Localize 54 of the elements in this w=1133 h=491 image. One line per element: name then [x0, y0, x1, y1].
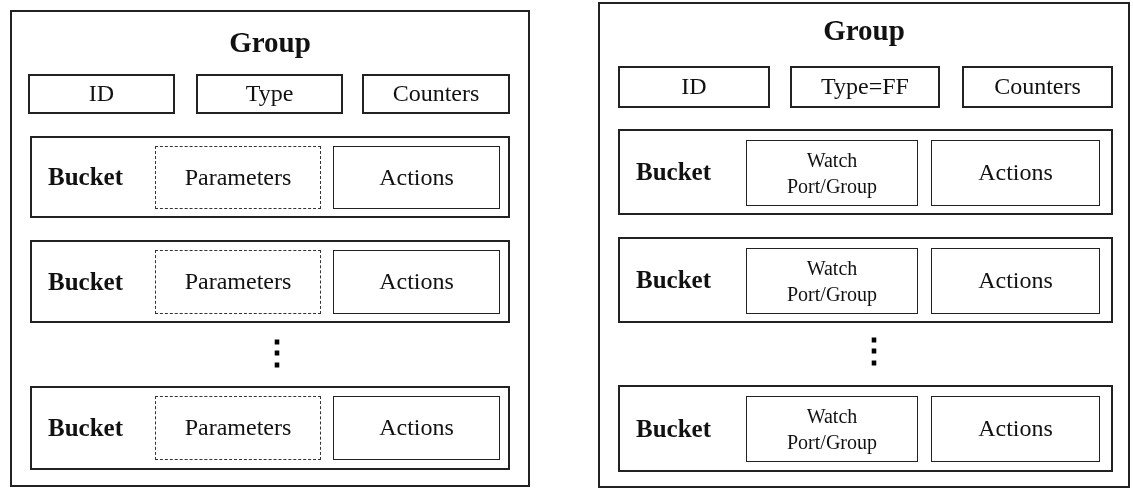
vertical-ellipsis: ⋮ [857, 334, 891, 368]
bucket-row [618, 237, 1113, 323]
box-label: Type [244, 80, 295, 108]
box-label: Actions [378, 414, 455, 442]
bucket-label: Bucket [48, 413, 123, 443]
parameters-box [155, 146, 321, 209]
box-label: Parameters [183, 414, 293, 442]
field-box [790, 66, 940, 108]
group-panel [10, 10, 530, 487]
box-label: Actions [378, 268, 455, 296]
box-label: Type=FF [820, 73, 910, 101]
bucket-label: Bucket [636, 265, 711, 295]
actions-box [931, 140, 1100, 206]
box-label: Watch Port/Group [786, 148, 878, 199]
parameters-box [155, 250, 321, 314]
actions-box [931, 248, 1100, 314]
watch-box [746, 248, 918, 314]
actions-box [333, 146, 500, 209]
box-label: Watch Port/Group [786, 404, 878, 455]
watch-box [746, 140, 918, 206]
bucket-row [30, 386, 510, 470]
box-label: Actions [977, 267, 1054, 295]
box-label: Counters [391, 80, 481, 108]
box-label: Actions [378, 163, 455, 192]
bucket-row [618, 129, 1113, 215]
box-label: Counters [993, 73, 1082, 101]
group-heading: Group [228, 26, 312, 60]
field-box [196, 74, 343, 114]
box-label: Actions [977, 415, 1054, 443]
group-heading: Group [822, 14, 906, 48]
box-label: ID [87, 80, 116, 108]
box-label: Parameters [183, 268, 293, 296]
box-label: Actions [977, 159, 1054, 187]
box-label: Parameters [183, 163, 293, 192]
bucket-row [30, 136, 510, 218]
bucket-label: Bucket [636, 157, 711, 187]
bucket-label: Bucket [48, 162, 123, 192]
vertical-ellipsis: ⋮ [260, 336, 294, 370]
field-box [362, 74, 510, 114]
actions-box [333, 396, 500, 460]
box-label: ID [680, 73, 708, 101]
bucket-label: Bucket [636, 414, 711, 443]
bucket-row [30, 240, 510, 323]
bucket-row [618, 385, 1113, 472]
actions-box [931, 396, 1100, 462]
field-box [962, 66, 1113, 108]
box-label: Watch Port/Group [786, 256, 878, 307]
actions-box [333, 250, 500, 314]
field-box [618, 66, 770, 108]
field-box [28, 74, 175, 114]
watch-box [746, 396, 918, 462]
bucket-label: Bucket [48, 267, 123, 296]
parameters-box [155, 396, 321, 460]
group-panel [598, 2, 1130, 488]
